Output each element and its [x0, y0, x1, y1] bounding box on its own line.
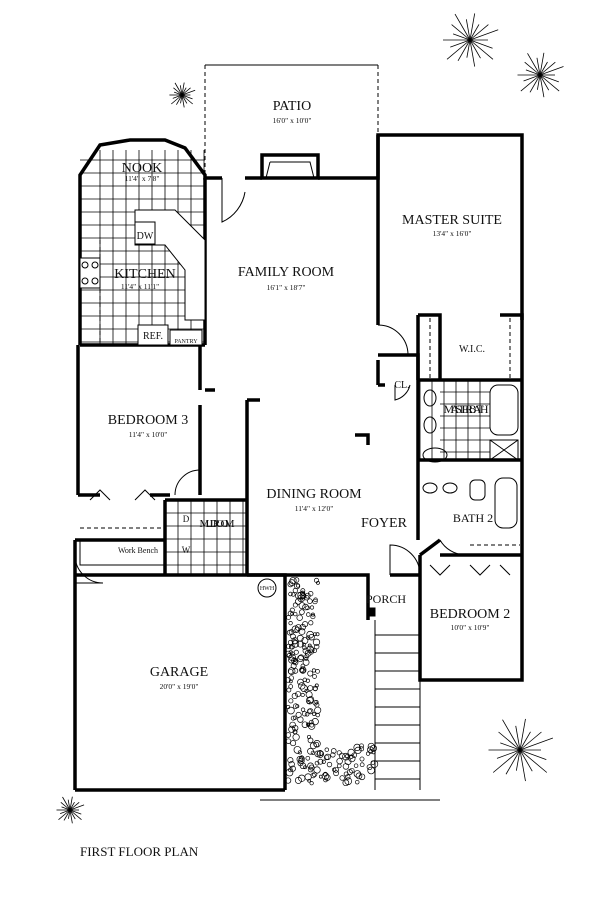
work-bench-label: Work Bench	[118, 546, 158, 555]
room-dim-bedroom2: 10'0" x 10'9"	[451, 623, 490, 632]
tree-icon	[56, 796, 85, 824]
tree-icon	[488, 718, 554, 782]
room-label-wic: W.I.C.	[459, 344, 485, 355]
room-label-bedroom2: BEDROOM 2	[430, 607, 511, 622]
room-label-family: FAMILY ROOM	[238, 265, 335, 280]
room-label-kitchen: KITCHEN	[114, 267, 175, 282]
room-label-patio: PATIO	[273, 99, 311, 114]
refrigerator-label: REF.	[143, 331, 163, 342]
room-dim-dining: 11'4" x 12'0"	[295, 504, 334, 513]
pantry-label: PANTRY	[174, 339, 198, 345]
room-dim-kitchen: 11'4" x 11'1"	[121, 282, 159, 291]
room-label-garage: GARAGE	[150, 665, 208, 680]
room-label-master-bath: MASTER BATH	[444, 402, 489, 416]
room-label-foyer: FOYER	[361, 516, 408, 531]
room-label-master-suite: MASTER SUITE	[402, 213, 502, 228]
room-label-nook: NOOK	[122, 161, 162, 176]
room-label-mud-room: MUD ROOM	[200, 518, 235, 530]
bath-fixtures	[257, 384, 519, 617]
room-dim-family: 16'1" x 18'7"	[267, 283, 306, 292]
room-label-porch: PORCH	[366, 592, 406, 606]
kitchen-counter	[79, 209, 206, 346]
plan-title: FIRST FLOOR PLAN	[80, 844, 199, 859]
room-dim-master-suite: 13'4" x 16'0"	[433, 229, 472, 238]
washer-label: W	[182, 545, 191, 555]
landscaping	[285, 577, 379, 787]
walkway	[260, 620, 440, 801]
tree-icon	[56, 13, 564, 824]
room-dim-bedroom3: 11'4" x 10'0"	[129, 430, 168, 439]
room-label-dining: DINING ROOM	[266, 487, 362, 502]
room-dim-patio: 16'0" x 10'0"	[273, 116, 312, 125]
water-heater-label: HWH	[260, 586, 275, 592]
patio	[204, 64, 379, 178]
dryer-label: D	[183, 514, 190, 524]
tree-icon	[443, 13, 499, 67]
dishwasher-label: DW	[137, 231, 154, 242]
room-label-closet: CL.	[394, 380, 409, 391]
room-label-bedroom3: BEDROOM 3	[108, 413, 189, 428]
tree-icon	[169, 82, 196, 108]
room-label-bath2: BATH 2	[453, 511, 493, 525]
room-dim-nook: 11'4" x 7'8"	[125, 174, 160, 183]
walls	[73, 133, 524, 792]
room-dim-garage: 20'0" x 19'0"	[160, 682, 199, 691]
doors	[74, 324, 511, 584]
tree-icon	[517, 52, 564, 98]
